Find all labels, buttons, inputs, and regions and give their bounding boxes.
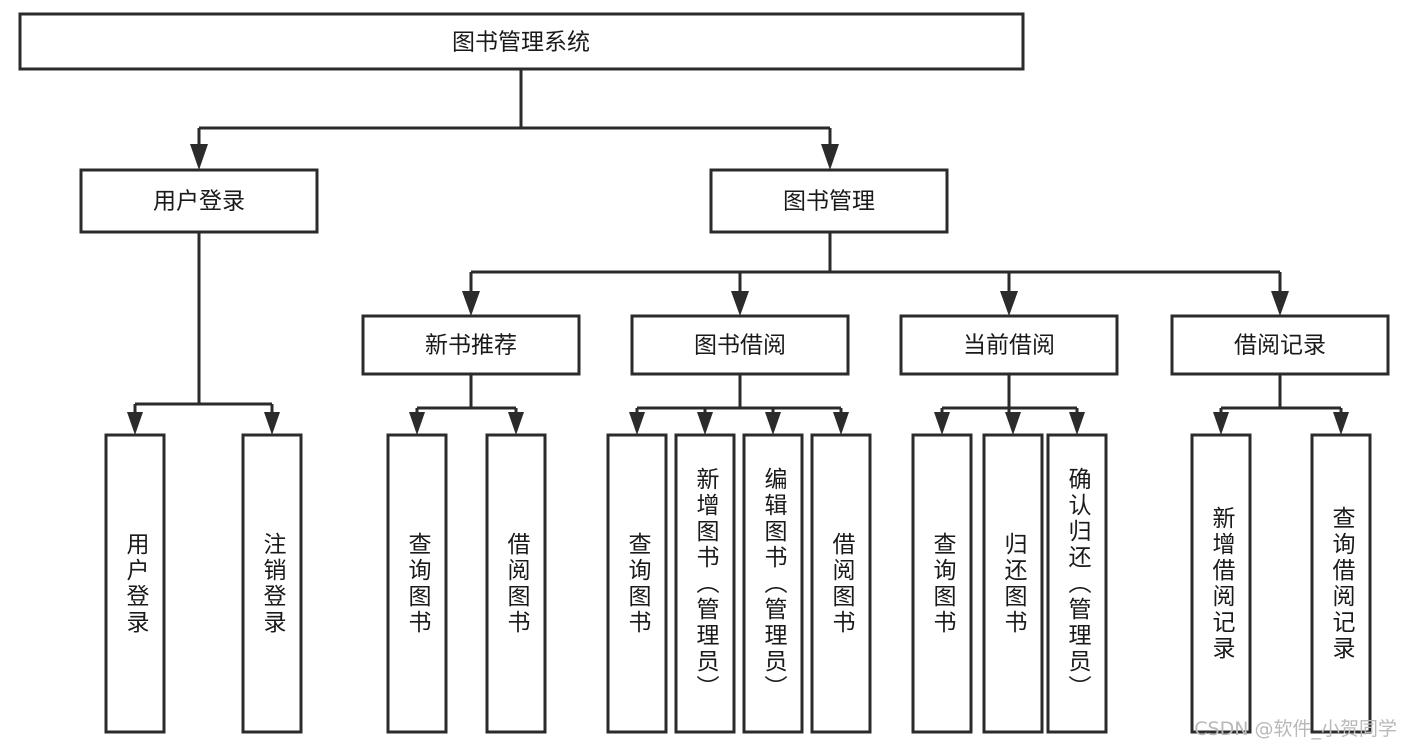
node-new-book-recommend-label: 新书推荐 bbox=[425, 333, 517, 359]
arrowhead-leaf-borrow-book bbox=[833, 412, 849, 435]
arrowhead-leaf-user-login bbox=[127, 412, 143, 435]
arrowhead-leaf-logout bbox=[264, 412, 280, 435]
node-leaf-query-book-recommend-rect[interactable] bbox=[386, 433, 448, 734]
node-leaf-borrow-book-recommend-rect[interactable] bbox=[485, 433, 547, 734]
arrowhead-leaf-borrow-book-recommend bbox=[508, 412, 524, 435]
node-root-rect[interactable] bbox=[18, 12, 1025, 71]
node-current-borrow-label: 当前借阅 bbox=[963, 333, 1055, 359]
arrowhead-leaf-query-book-current bbox=[934, 412, 950, 435]
node-user-login-label: 用户登录 bbox=[153, 189, 245, 215]
node-leaf-confirm-return-admin-rect[interactable] bbox=[1046, 433, 1108, 734]
node-leaf-return-book-rect[interactable] bbox=[982, 433, 1044, 734]
node-leaf-add-book-admin-rect[interactable] bbox=[674, 433, 736, 734]
arrowhead-book-borrow bbox=[731, 291, 749, 316]
connector-group-borrow-record bbox=[1213, 374, 1349, 435]
arrowhead-leaf-query-borrow-record bbox=[1333, 412, 1349, 435]
node-leaf-logout-rect[interactable] bbox=[241, 433, 303, 734]
node-root-label: 图书管理系统 bbox=[452, 30, 590, 56]
node-leaf-edit-book-admin-rect[interactable] bbox=[742, 433, 804, 734]
arrowhead-new-book-recommend bbox=[462, 291, 480, 316]
node-leaf-query-book-current-rect[interactable] bbox=[911, 433, 973, 734]
connector-group-root bbox=[190, 69, 839, 170]
connector-group-book-manage bbox=[462, 232, 1289, 316]
arrowhead-leaf-edit-book-admin bbox=[765, 412, 781, 435]
arrowhead-leaf-return-book bbox=[1005, 412, 1021, 435]
connector-group-current-borrow bbox=[934, 374, 1085, 435]
watermark-text: CSDN @软件_小贺同学 bbox=[1194, 718, 1397, 740]
node-borrow-record-rect[interactable] bbox=[1170, 314, 1390, 376]
arrowhead-leaf-add-book-admin bbox=[697, 412, 713, 435]
node-new-book-recommend[interactable]: 新书推荐 bbox=[361, 314, 581, 376]
arrowhead-book-manage bbox=[821, 144, 839, 170]
connector-group-book-borrow bbox=[629, 374, 849, 435]
node-borrow-record-label: 借阅记录 bbox=[1234, 333, 1326, 359]
node-book-borrow-rect[interactable] bbox=[630, 314, 850, 376]
node-leaf-borrow-book-rect[interactable] bbox=[810, 433, 872, 734]
node-user-login[interactable]: 用户登录 bbox=[79, 168, 319, 234]
node-book-manage-rect[interactable] bbox=[709, 168, 949, 234]
node-leaf-query-book-borrow-rect[interactable] bbox=[606, 433, 668, 734]
node-borrow-record[interactable]: 借阅记录 bbox=[1170, 314, 1390, 376]
arrowhead-current-borrow bbox=[1000, 291, 1018, 316]
node-user-login-rect[interactable] bbox=[79, 168, 319, 234]
connector-group-new-book-recommend bbox=[409, 374, 524, 435]
node-leaf-query-borrow-record-rect[interactable] bbox=[1310, 433, 1372, 734]
node-book-borrow[interactable]: 图书借阅 bbox=[630, 314, 850, 376]
node-book-manage-label: 图书管理 bbox=[783, 189, 875, 215]
node-leaf-add-borrow-record-rect[interactable] bbox=[1190, 433, 1252, 734]
node-book-manage[interactable]: 图书管理 bbox=[709, 168, 949, 234]
leaf-rect-group bbox=[104, 433, 1372, 734]
arrowhead-user-login bbox=[190, 144, 208, 170]
arrowhead-leaf-query-book-recommend bbox=[409, 412, 425, 435]
connector-group-user-login bbox=[127, 232, 280, 435]
node-book-borrow-label: 图书借阅 bbox=[694, 333, 786, 359]
arrowhead-leaf-add-borrow-record bbox=[1213, 412, 1229, 435]
arrowhead-leaf-query-book-borrow bbox=[629, 412, 645, 435]
node-new-book-recommend-rect[interactable] bbox=[361, 314, 581, 376]
node-leaf-user-login-rect[interactable] bbox=[104, 433, 166, 734]
arrowhead-leaf-confirm-return-admin bbox=[1069, 412, 1085, 435]
node-current-borrow-rect[interactable] bbox=[899, 314, 1119, 376]
node-current-borrow[interactable]: 当前借阅 bbox=[899, 314, 1119, 376]
arrowhead-borrow-record bbox=[1271, 291, 1289, 316]
node-root[interactable]: 图书管理系统 bbox=[18, 12, 1025, 71]
